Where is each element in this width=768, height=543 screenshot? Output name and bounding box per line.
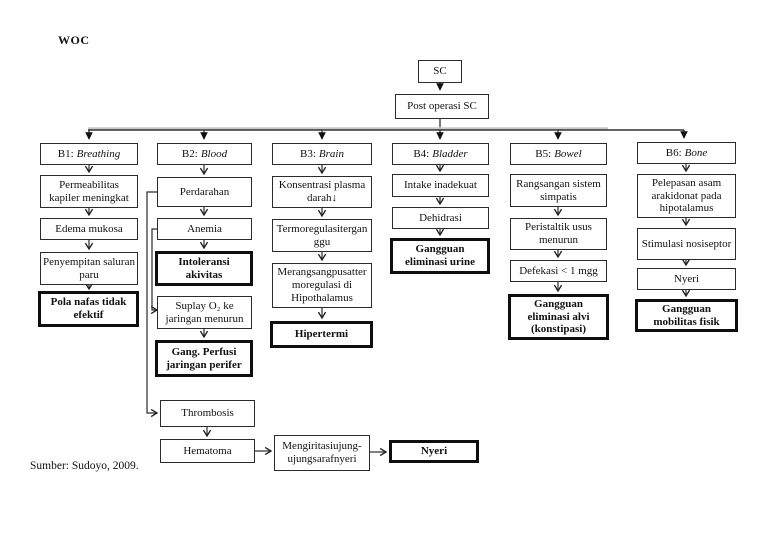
- outcome-gangguan-mobilitas-fisik: Gangguan mobilitas fisik: [635, 299, 738, 332]
- branch-header-b2: B2: Blood: [157, 143, 252, 165]
- branch-header-b5: B5: Bowel: [510, 143, 607, 165]
- node-konsentrasi-plasma-darah: Konsentrasi plasma darah↓: [272, 176, 372, 208]
- branch-code: B6:: [665, 146, 682, 159]
- outcome-pola-nafas-tidak-efektif: Pola nafas tidak efektif: [38, 291, 139, 327]
- outcome-nyeri: Nyeri: [389, 440, 479, 463]
- branch-code: B5:: [535, 147, 552, 160]
- node-permeabilitas-kapiler: Permeabilitas kapiler meningkat: [40, 175, 138, 208]
- branch-code: B2:: [181, 147, 198, 160]
- node-perdarahan: Perdarahan: [157, 177, 252, 207]
- node-suplay-o2-menurun: Suplay O₂ ke jaringan menurun: [157, 296, 252, 329]
- node-pelepasan-asam-arakidonat: Pelepasan asam arakidonat pada hipotalam…: [637, 174, 736, 218]
- outcome-intoleransi-akivitas: Intoleransi akivitas: [155, 251, 253, 286]
- node-rangsangan-sistem-simpatis: Rangsangan sistem simpatis: [510, 174, 607, 207]
- distribution-bar: [85, 127, 688, 140]
- node-merangsang-pusat-termoregulasi: Merangsangpusattermoregulasi di Hipothal…: [272, 263, 372, 308]
- branch-name: Blood: [200, 147, 228, 160]
- source-citation: Sumber: Sudoyo, 2009.: [30, 460, 139, 472]
- branch-code: B4:: [413, 147, 430, 160]
- node-nyeri-b6: Nyeri: [637, 268, 736, 290]
- node-sc: SC: [418, 60, 462, 83]
- node-dehidrasi: Dehidrasi: [392, 207, 489, 229]
- node-thrombosis: Thrombosis: [160, 400, 255, 427]
- node-defekasi: Defekasi < 1 mgg: [510, 260, 607, 282]
- node-edema-mukosa: Edema mukosa: [40, 218, 138, 240]
- node-termoregulasi-terganggu: Termoregulasiterganggu: [272, 219, 372, 252]
- node-peristaltik-usus-menurun: Peristaltik usus menurun: [510, 218, 607, 250]
- branch-name: Bowel: [554, 147, 582, 160]
- outcome-gangguan-eliminasi-alvi: Gangguan eliminasi alvi (konstipasi): [508, 294, 609, 340]
- node-intake-inadekuat: Intake inadekuat: [392, 174, 489, 197]
- node-stimulasi-nosiseptor: Stimulasi nosiseptor: [637, 228, 736, 260]
- node-hematoma: Hematoma: [160, 439, 255, 463]
- branch-header-b1: B1: Breathing: [40, 143, 138, 165]
- node-post-operasi-sc: Post operasi SC: [395, 94, 489, 119]
- node-anemia: Anemia: [157, 218, 252, 240]
- branch-header-b4: B4: Bladder: [392, 143, 489, 165]
- branch-name: Breathing: [76, 147, 121, 160]
- page-title: WOC: [58, 33, 90, 47]
- outcome-gangguan-eliminasi-urine: Gangguan eliminasi urine: [390, 238, 490, 274]
- node-penyempitan-saluran-paru: Penyempitan saluran paru: [40, 252, 138, 285]
- node-mengiritasi-ujung-saraf-nyeri: Mengiritasiujung-ujungsarafnyeri: [274, 435, 370, 471]
- outcome-gang-perfusi-jaringan-perifer: Gang. Perfusi jaringan perifer: [155, 340, 253, 377]
- branch-name: Bladder: [432, 147, 468, 160]
- outcome-hipertermi: Hipertermi: [270, 321, 373, 348]
- branch-name: Bone: [684, 146, 708, 159]
- branch-code: B1:: [57, 147, 74, 160]
- branch-name: Brain: [318, 147, 344, 160]
- branch-code: B3:: [300, 147, 316, 160]
- branch-header-b6: B6: Bone: [637, 142, 736, 164]
- branch-header-b3: B3: Brain: [272, 143, 372, 165]
